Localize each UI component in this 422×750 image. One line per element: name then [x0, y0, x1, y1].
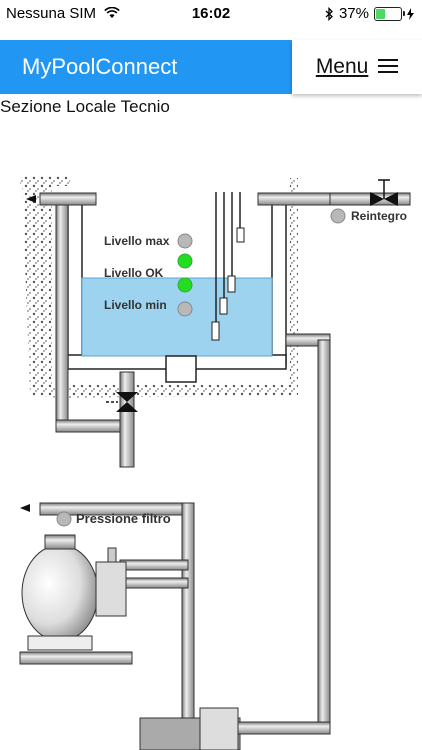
battery-percent: 37% [338, 5, 369, 22]
wifi-icon [104, 6, 120, 18]
drain-pipe [119, 371, 135, 468]
bluetooth-icon [325, 6, 333, 21]
label-level-max: Livello max [104, 234, 170, 248]
pool-water [81, 277, 273, 357]
menu-button[interactable]: Menu [292, 40, 422, 94]
probe-float-2 [219, 297, 228, 315]
indicator-level-min [177, 301, 193, 317]
filter-outlet-2 [119, 577, 189, 589]
indicator-level-max [177, 233, 193, 249]
hamburger-icon [378, 59, 399, 73]
carrier-label: Nessuna SIM [6, 5, 120, 22]
filter-riser [181, 502, 195, 726]
status-bar: Nessuna SIM 16:02 37% [0, 0, 422, 28]
drain-sump [165, 355, 197, 383]
navbar: MyPoolConnect Menu [0, 40, 422, 94]
label-level-ok: Livello OK [104, 266, 164, 280]
inlet-pipe-top [39, 192, 97, 206]
pump-return-pipe [237, 721, 331, 735]
label-level-min: Livello min [104, 298, 167, 312]
filter-outlet-1 [119, 559, 189, 571]
indicator-refill [330, 208, 346, 224]
indicator-level-upper [177, 253, 193, 269]
probe-float-3 [227, 275, 236, 293]
probe-float-4 [236, 227, 245, 243]
section-title: Sezione Locale Tecnio [0, 97, 170, 116]
battery-icon [374, 6, 405, 21]
clock: 16:02 [191, 5, 231, 22]
label-refill: Reintegro [351, 209, 407, 223]
charging-icon [407, 7, 414, 20]
filter-valve [95, 561, 127, 617]
probe-float-1 [211, 321, 220, 341]
soil-top-left [20, 176, 70, 186]
inlet-pipe-vertical [55, 204, 69, 431]
filter-arrow-icon [20, 504, 30, 512]
app-title[interactable]: MyPoolConnect [0, 40, 292, 94]
label-filter-pressure: Pressione filtro [76, 511, 171, 526]
drain-valve-icon [116, 392, 138, 412]
outlet-pipe-top [257, 192, 333, 206]
inlet-pipe-bottom [55, 419, 127, 433]
carrier-text: Nessuna SIM [6, 5, 97, 22]
sand-filter-tank [21, 544, 99, 642]
left-arrow-icon [26, 195, 36, 203]
refill-valve-icon [370, 192, 384, 206]
indicator-filter-pressure [56, 511, 72, 527]
filter-bottom-pipe [19, 651, 133, 665]
pool-wall-right [271, 194, 287, 366]
return-pipe-right [317, 339, 331, 729]
pool-wall-left [67, 194, 83, 366]
menu-label: Menu [315, 55, 369, 78]
indicator-level-ok [177, 277, 193, 293]
battery-fill [376, 8, 385, 19]
